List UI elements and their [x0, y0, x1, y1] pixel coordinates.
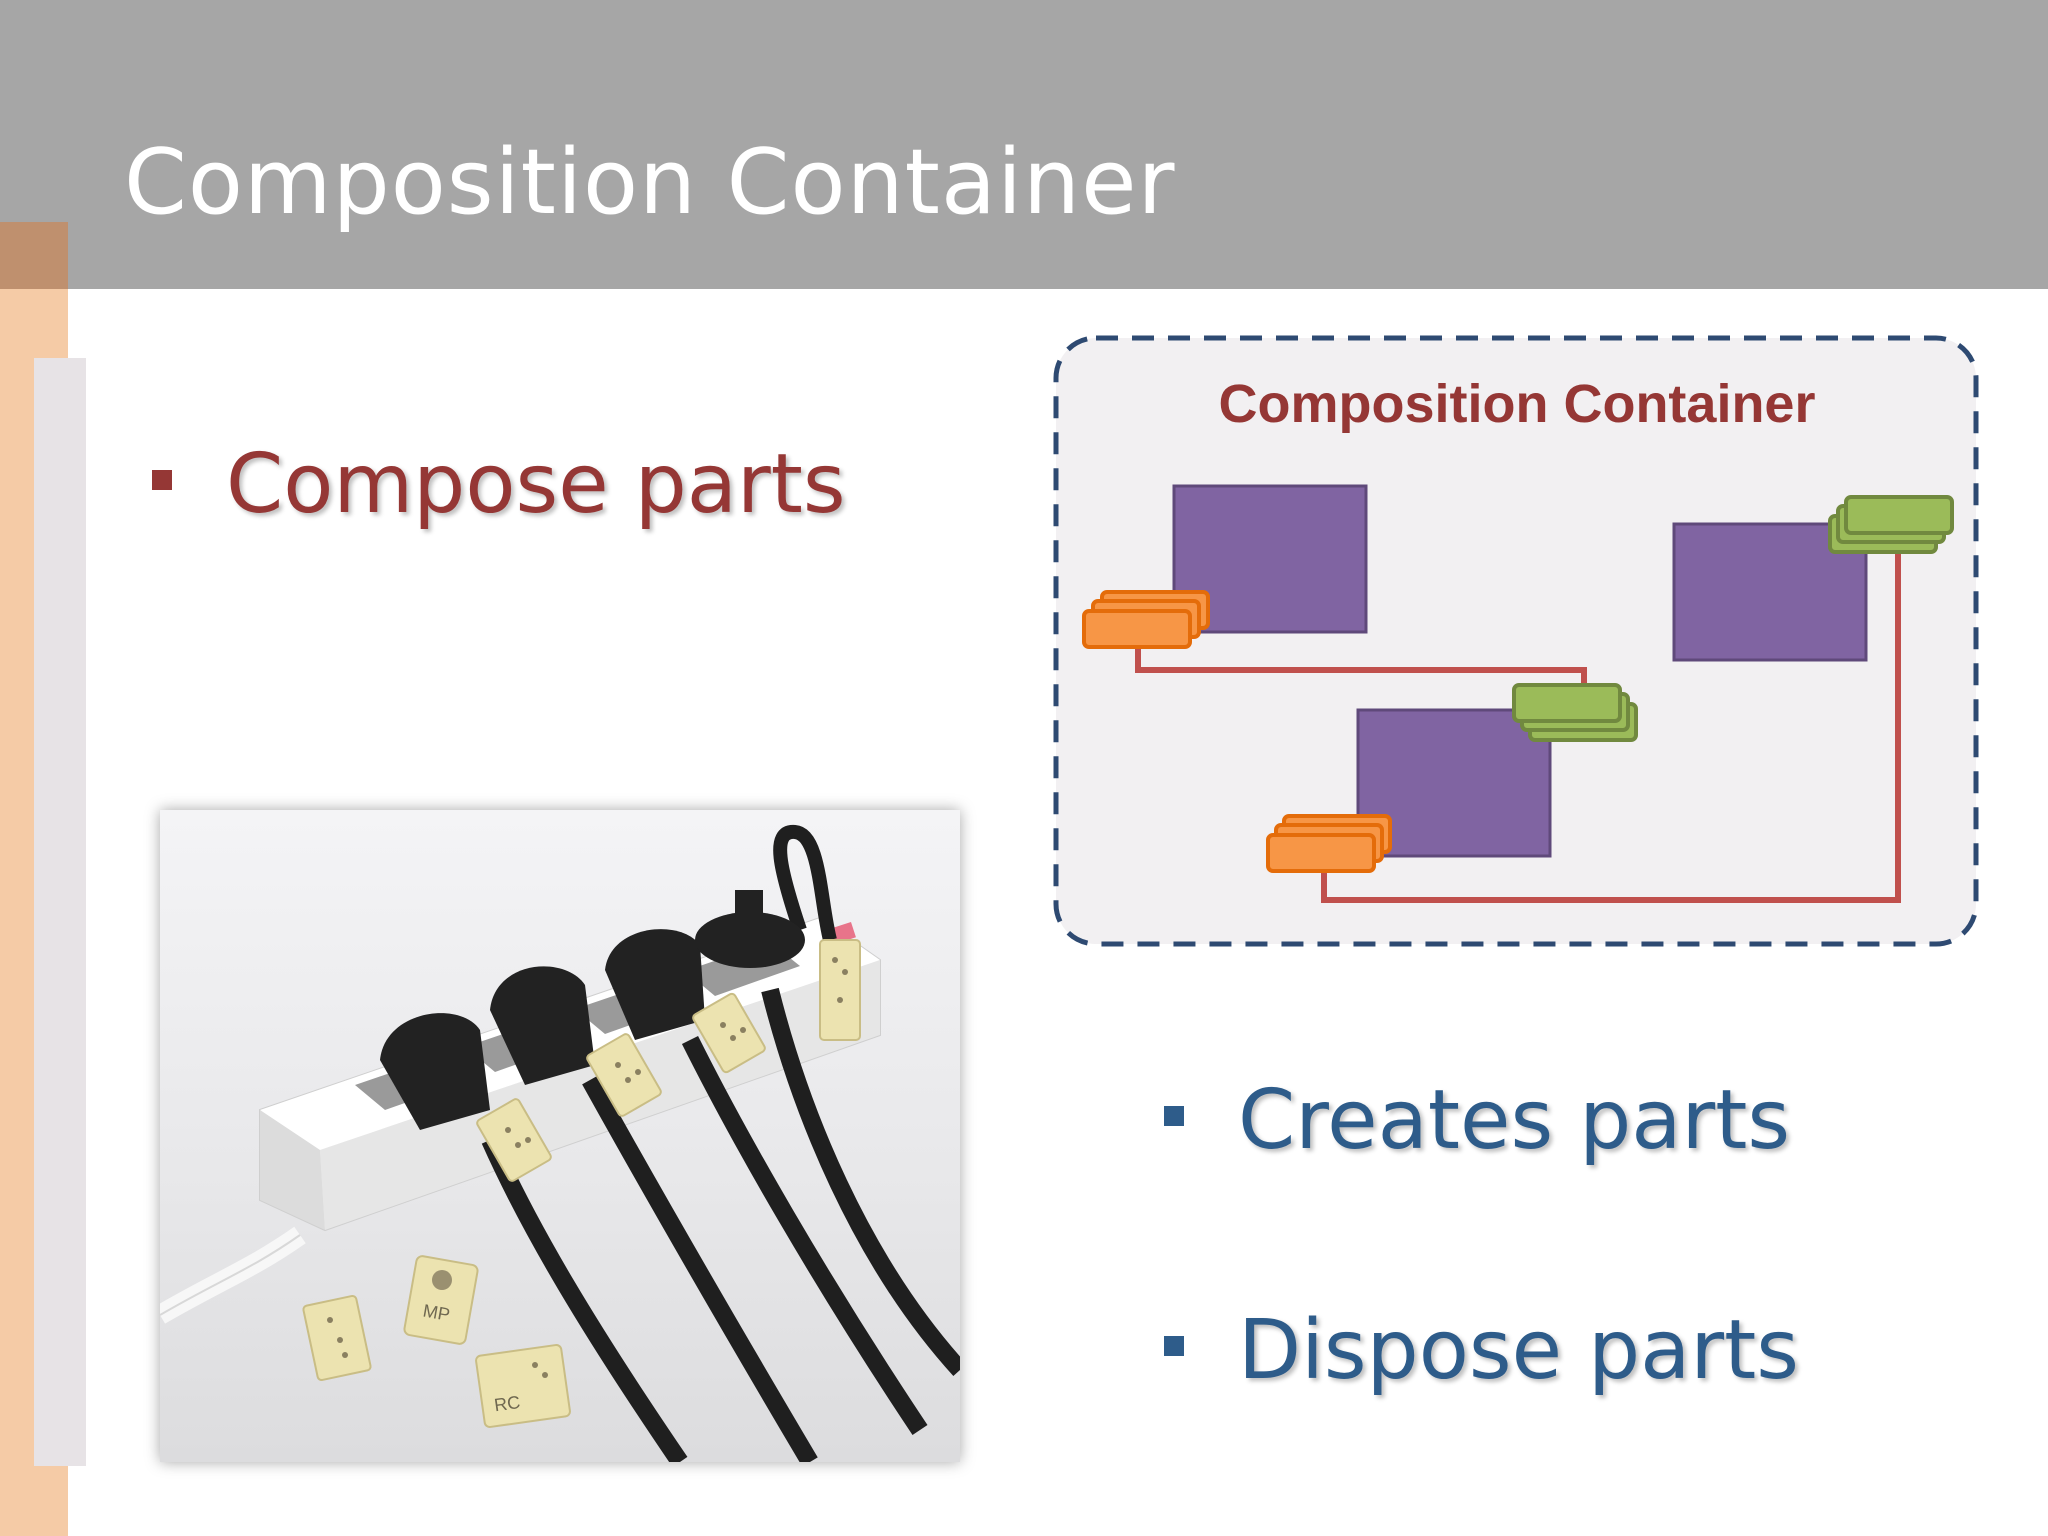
slide-title: Composition Container: [124, 130, 1176, 235]
bullet-text: Dispose parts: [1238, 1303, 1799, 1398]
import-connectors: [1082, 590, 1210, 649]
bullet-text: Compose parts: [226, 437, 846, 532]
bullet-marker: [1164, 1335, 1184, 1356]
import-connectors: [1266, 814, 1392, 873]
bullet-marker: [152, 469, 172, 490]
composition-container-diagram: Composition Container: [1053, 335, 1979, 947]
bullet-dispose-parts: Dispose parts: [1164, 1310, 1799, 1392]
power-strip-illustration: MP RC: [160, 825, 960, 1462]
left-accent-strip-inner: [34, 358, 86, 1466]
tag-label: MP: [421, 1301, 451, 1325]
bullet-text: Creates parts: [1238, 1073, 1791, 1168]
tag-label: RC: [493, 1392, 522, 1415]
header-band: [0, 0, 2048, 289]
diagram-title: Composition Container: [1219, 374, 1816, 434]
power-strip-photo: MP RC: [160, 810, 960, 1462]
bullet-marker: [1164, 1105, 1184, 1126]
bullet-creates-parts: Creates parts: [1164, 1080, 1790, 1162]
export-connectors: [1512, 683, 1638, 742]
header-accent-tab: [0, 222, 68, 289]
bullet-compose-parts: Compose parts: [152, 444, 846, 526]
export-connectors: [1828, 495, 1954, 554]
connector-line: [1321, 538, 1901, 903]
